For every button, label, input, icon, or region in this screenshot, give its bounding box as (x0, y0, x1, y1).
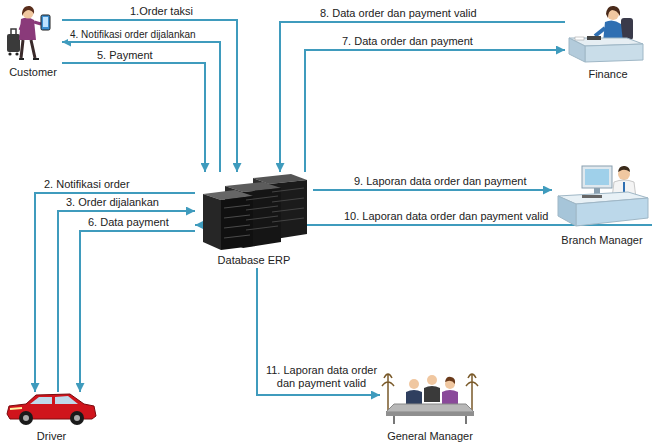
flow-label: 6. Data payment (86, 216, 171, 229)
finance-figure-part (621, 18, 633, 40)
meeting-figure-part (424, 386, 440, 402)
manager-figure-part (576, 198, 648, 226)
server-racks-part (246, 196, 278, 230)
customer-figure-part (34, 22, 41, 24)
taxi-car-part (55, 396, 78, 404)
actor-label: General Manager (387, 430, 473, 443)
customer-figure-part (41, 15, 50, 30)
taxi-car-part (74, 415, 80, 421)
server-racks (195, 172, 313, 250)
actor-node: Driver (4, 392, 99, 444)
flow-arrow (35, 193, 195, 392)
customer-figure-part (7, 34, 20, 52)
customer-figure-part (19, 58, 39, 60)
flow-label: 3. Order dijalankan (64, 196, 161, 209)
flow-arrow (62, 20, 237, 172)
flow-label: 1.Order taksi (128, 5, 195, 18)
actor-node: Customer (4, 4, 62, 80)
actor-label: Finance (588, 68, 627, 81)
actor-label: Database ERP (218, 254, 291, 267)
flow-label: 7. Data order dan payment (340, 35, 475, 48)
flow-arrow (62, 42, 220, 172)
meeting-figure-part (409, 379, 419, 389)
actor-label: Driver (37, 430, 66, 443)
meeting-figure-part (442, 390, 458, 404)
finance-figure-part (575, 37, 584, 40)
finance-figure-part (606, 6, 620, 18)
flow-arrow (313, 189, 552, 191)
customer-figure-part (22, 6, 34, 16)
meeting-figure-part (466, 374, 478, 410)
customer-figure-part (15, 52, 18, 55)
meeting-figure-part (406, 390, 422, 404)
manager-figure-part (582, 195, 602, 198)
taxi-car-part (23, 415, 29, 421)
taxi-car-part (19, 411, 33, 425)
meeting-figure-part (386, 404, 474, 412)
actor-node: Branch Manager (552, 160, 652, 248)
flow-label: 4. Notifikasi order dijalankan (68, 28, 198, 41)
taxi-car-part (30, 397, 52, 404)
flow-arrow (58, 211, 195, 392)
taxi-car (4, 392, 99, 426)
customer-figure-part (8, 52, 11, 55)
manager-figure-part (594, 188, 600, 194)
flow-arrow (305, 50, 565, 172)
customer-figure (4, 4, 62, 62)
actor-node: Database ERP (195, 172, 313, 268)
manager-figure-part (582, 166, 612, 188)
meeting-figure-part (445, 377, 455, 384)
customer-figure-part (19, 18, 36, 40)
actor-label: Customer (9, 66, 57, 79)
finance-figure (565, 2, 651, 64)
customer-figure-part (11, 29, 16, 34)
meeting-figure-part (394, 416, 466, 424)
finance-figure-part (569, 38, 585, 62)
flow-arrow (62, 63, 205, 172)
flow-label: 8. Data order dan payment valid (318, 7, 479, 20)
manager-figure-part (585, 169, 609, 185)
flow-arrow (280, 22, 565, 172)
meeting-figure-part (386, 412, 474, 416)
server-racks-part (221, 196, 253, 250)
meeting-figure-part (382, 374, 394, 410)
manager-figure-part (623, 182, 625, 192)
customer-figure-part (21, 40, 35, 58)
flow-label: 5. Payment (95, 49, 155, 62)
finance-figure-part (595, 28, 605, 36)
actor-node: General Manager (380, 370, 480, 444)
manager-figure-part (558, 196, 576, 226)
taxi-car-part (10, 408, 22, 409)
flow-label: 9. Laporan data order dan payment (352, 175, 528, 188)
customer-figure-part (43, 17, 48, 27)
manager-figure (552, 160, 652, 230)
meeting-figure-part (427, 375, 437, 385)
flow-label: 2. Notifikasi order (42, 178, 132, 191)
flow-label: 10. Laporan data order dan payment valid (342, 210, 550, 223)
finance-figure-part (585, 44, 643, 62)
flow-arrow (257, 268, 380, 395)
actor-node: Finance (565, 2, 651, 82)
taxi-car-part (70, 411, 84, 425)
meeting-figure (380, 370, 480, 426)
server-racks-part (272, 188, 304, 222)
flow-arrow (80, 231, 195, 392)
server-racks-part (203, 194, 221, 250)
finance-figure-part (587, 36, 601, 40)
flow-label: 11. Laporan data order dan payment valid (263, 364, 380, 390)
manager-figure-part (618, 166, 630, 172)
actor-label: Branch Manager (561, 234, 642, 247)
